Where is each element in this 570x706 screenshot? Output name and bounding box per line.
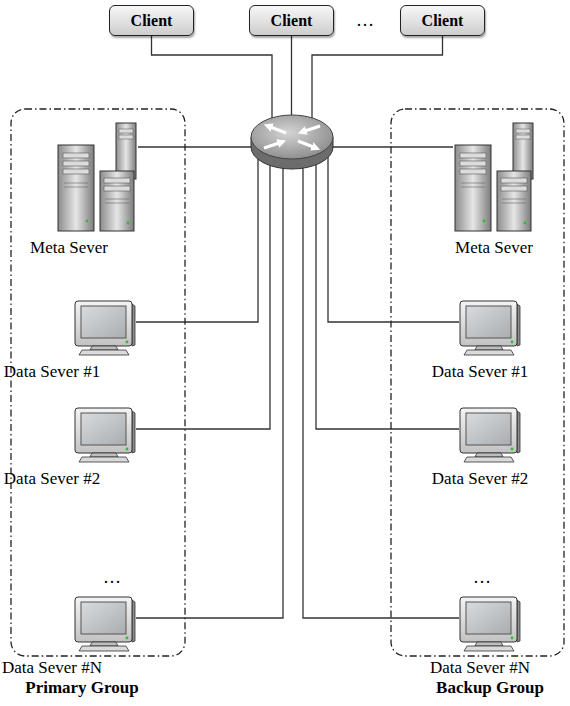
computer-icon — [459, 300, 521, 356]
network-link — [328, 147, 459, 322]
client-label: Client — [422, 12, 464, 30]
router-node — [250, 111, 334, 171]
server-rack-icon — [453, 122, 535, 232]
computer-icon — [459, 596, 521, 652]
group-title: Backup Group — [390, 678, 570, 698]
server-caption: Meta Sever — [455, 238, 533, 258]
computer-icon — [74, 300, 136, 356]
server-caption: Data Sever #N — [430, 658, 530, 678]
ellipsis-mark: … — [103, 567, 121, 587]
server-caption: Data Sever #N — [2, 658, 102, 678]
group-frame — [10, 108, 186, 657]
router-icon — [250, 111, 334, 171]
network-link — [152, 36, 273, 121]
server-node: Data Sever #2 — [430, 407, 531, 489]
server-caption: Data Sever #1 — [4, 362, 100, 382]
computer-icon — [74, 407, 136, 463]
network-link — [136, 147, 283, 618]
server-caption: Data Sever #2 — [4, 469, 100, 489]
network-link — [138, 146, 254, 147]
network-link — [136, 147, 258, 322]
network-link — [136, 147, 270, 429]
server-node: Data Sever #N — [28, 596, 133, 678]
group-title: Primary Group — [0, 678, 182, 698]
ellipsis-mark: … — [473, 567, 491, 587]
server-caption: Data Sever #2 — [432, 469, 528, 489]
server-caption: Meta Sever — [30, 238, 108, 258]
network-link — [312, 36, 443, 121]
server-group: Primary GroupMeta SeverData Sever #1Data… — [10, 108, 186, 657]
server-caption: Data Sever #1 — [432, 362, 528, 382]
client-box: Client — [109, 5, 194, 36]
computer-icon — [459, 407, 521, 463]
server-node: Meta Sever — [56, 122, 138, 258]
client-label: Client — [131, 12, 173, 30]
computer-icon — [74, 596, 136, 652]
server-rack-icon — [56, 122, 138, 232]
network-link — [303, 147, 459, 618]
client-box: Client — [249, 5, 334, 36]
server-node: Data Sever #1 — [430, 300, 531, 382]
server-node: Data Sever #N — [428, 596, 533, 678]
client-box: Client — [400, 5, 485, 36]
server-node: Data Sever #2 — [30, 407, 131, 489]
server-node: Data Sever #1 — [30, 300, 131, 382]
server-node: Meta Sever — [453, 122, 535, 258]
network-link — [291, 36, 292, 121]
ellipsis-mark: … — [356, 10, 374, 30]
network-link — [316, 147, 459, 429]
client-label: Client — [271, 12, 313, 30]
